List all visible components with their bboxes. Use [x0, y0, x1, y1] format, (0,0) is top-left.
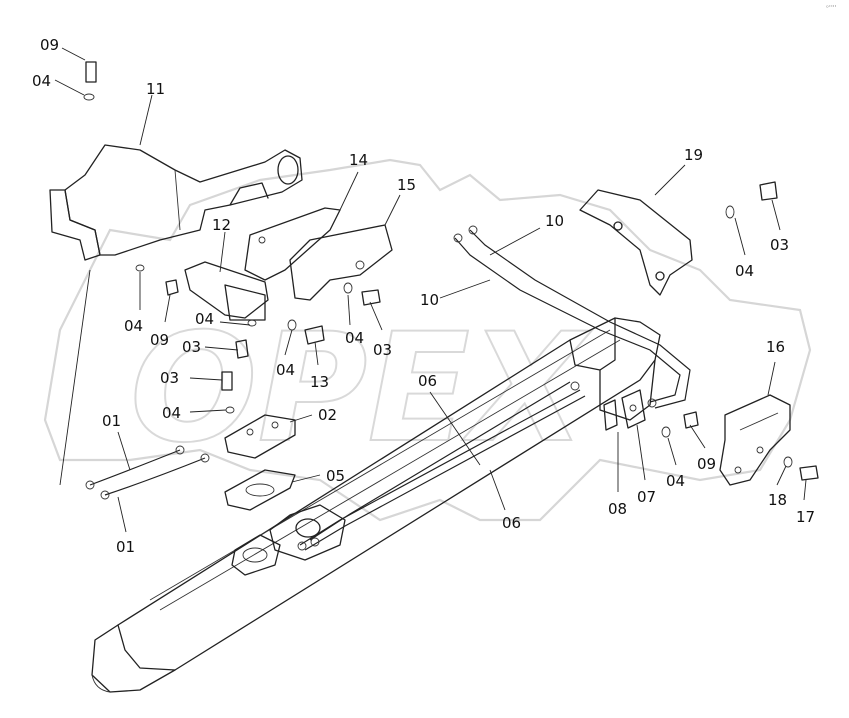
label-06: 06: [502, 514, 521, 532]
part-07-flange: [621, 389, 646, 429]
label-04: 04: [276, 361, 295, 379]
label-03: 03: [373, 341, 392, 359]
part-08-spacer: [603, 399, 618, 431]
callout-labels: 09 04 11 12 14 15 19 10 10 03 04 04 09 0…: [32, 36, 815, 556]
label-06: 06: [418, 372, 437, 390]
label-07: 07: [637, 488, 656, 506]
label-18: 18: [768, 491, 787, 509]
label-04: 04: [32, 72, 51, 90]
label-01: 01: [102, 412, 121, 430]
corner-mark: ᵒ'''': [826, 4, 837, 12]
label-16: 16: [766, 338, 785, 356]
part-15-cover: [289, 224, 393, 301]
label-12: 12: [212, 216, 231, 234]
watermark: OPEX: [43, 158, 812, 522]
watermark-text: OPEX: [130, 302, 592, 476]
part-05-gasket: [224, 469, 296, 511]
label-11: 11: [146, 80, 165, 98]
label-09: 09: [40, 36, 59, 54]
label-02: 02: [318, 406, 337, 424]
label-09: 09: [697, 455, 716, 473]
label-03: 03: [182, 338, 201, 356]
label-19: 19: [684, 146, 703, 164]
label-10: 10: [420, 291, 439, 309]
hoses-06: [297, 381, 586, 551]
label-14: 14: [349, 151, 368, 169]
leader-lines: [54, 47, 807, 533]
part-16-bracket: [719, 394, 791, 486]
part-19-bracket: [579, 189, 693, 296]
label-04: 04: [124, 317, 143, 335]
label-10: 10: [545, 212, 564, 230]
part-12-plate: [184, 261, 269, 321]
label-08: 08: [608, 500, 627, 518]
part-02-plate: [224, 414, 296, 459]
label-03: 03: [160, 369, 179, 387]
hoses-01: [85, 445, 210, 500]
label-04: 04: [735, 262, 754, 280]
label-03: 03: [770, 236, 789, 254]
hoses-10: [453, 225, 691, 409]
part-14-cover: [244, 207, 341, 281]
label-04: 04: [195, 310, 214, 328]
main-boom: [91, 317, 661, 693]
label-17: 17: [796, 508, 815, 526]
label-04: 04: [162, 404, 181, 422]
label-15: 15: [397, 176, 416, 194]
label-05: 05: [326, 467, 345, 485]
label-13: 13: [310, 373, 329, 391]
label-09: 09: [150, 331, 169, 349]
label-04: 04: [345, 329, 364, 347]
label-01: 01: [116, 538, 135, 556]
label-04: 04: [666, 472, 685, 490]
part-11-bracket: [49, 144, 303, 261]
hardware-bolts-washers: [83, 61, 819, 481]
